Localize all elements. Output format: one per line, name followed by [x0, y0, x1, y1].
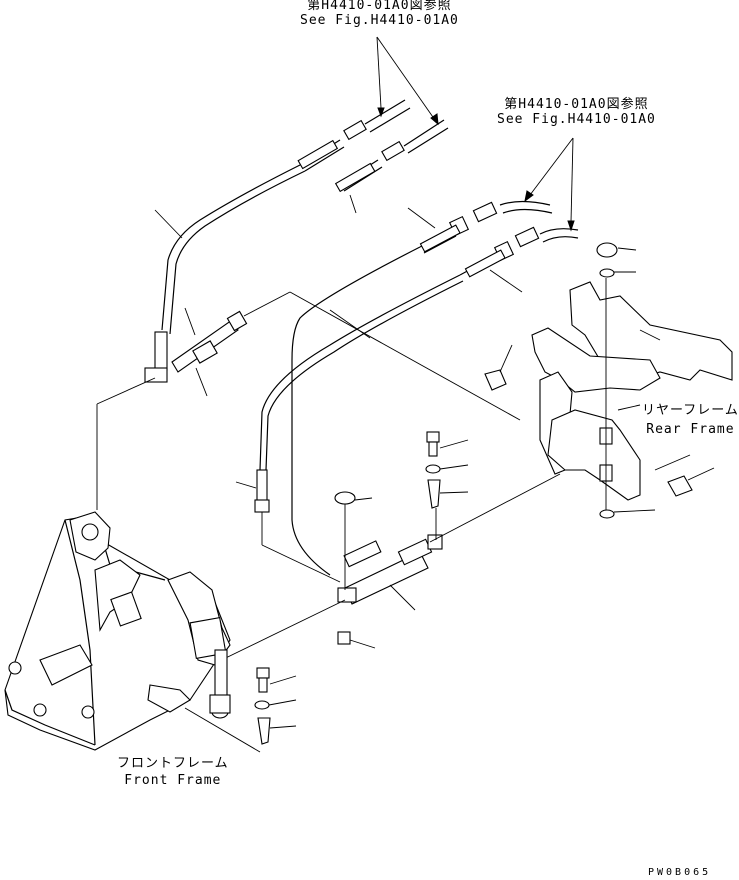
rear-frame-label-en: Rear Frame — [646, 422, 735, 437]
rear-frame-label: リヤーフレーム Rear Frame — [642, 403, 739, 437]
reference-right: 第H4410-01A0図参照 See Fig.H4410-01A0 — [497, 97, 656, 127]
front-frame — [4, 511, 231, 751]
drawing-code: PW0B065 — [648, 867, 712, 878]
frame-link-lines — [96, 377, 561, 753]
upper-hose-2 — [154, 119, 449, 239]
front-frame-label-jp: フロントフレーム — [117, 756, 229, 771]
rear-frame-label-jp: リヤーフレーム — [642, 403, 739, 418]
reference-top-en: See Fig.H4410-01A0 — [300, 13, 459, 28]
reference-right-jp: 第H4410-01A0図参照 — [504, 97, 649, 112]
upper-hose-1 — [161, 99, 411, 335]
rear-frame — [329, 242, 733, 519]
front-frame-label: フロントフレーム Front Frame — [117, 756, 229, 788]
reference-top-jp: 第H4410-01A0図参照 — [307, 0, 452, 13]
upper-cylinder — [144, 291, 521, 421]
front-bolt-stack — [254, 667, 297, 745]
right-hose-2 — [259, 226, 579, 471]
lower-left-fitting — [235, 469, 341, 583]
right-hose-1 — [291, 200, 553, 576]
reference-arrows-top — [376, 36, 439, 126]
reference-top: 第H4410-01A0図参照 See Fig.H4410-01A0 — [300, 0, 459, 28]
front-frame-label-en: Front Frame — [124, 773, 222, 788]
lower-cylinder — [334, 491, 443, 649]
reference-arrows-right — [524, 137, 575, 232]
reference-right-en: See Fig.H4410-01A0 — [497, 112, 656, 127]
middle-bolt-stack — [425, 431, 469, 540]
